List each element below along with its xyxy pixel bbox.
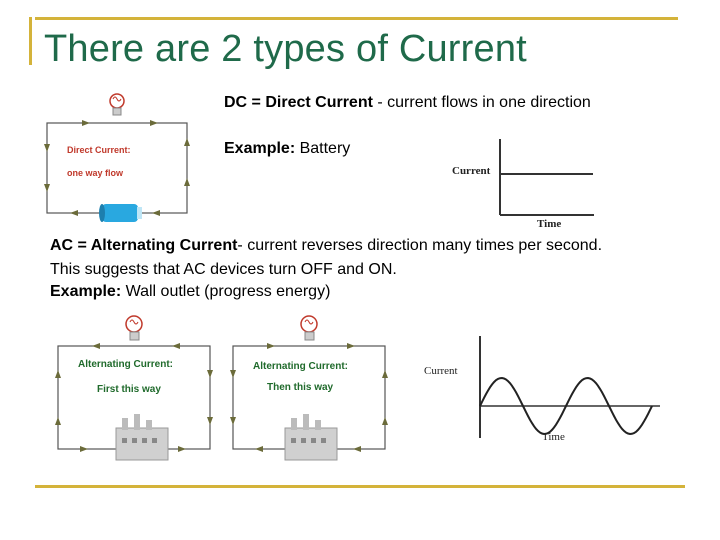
ac-circuit-diagram-then: Alternating Current: Then this way <box>230 315 388 461</box>
slide-title: There are 2 types of Current <box>44 28 527 70</box>
ac-circuit-diagram-first: Alternating Current: First this way <box>55 315 213 461</box>
dc-term: DC = Direct Current <box>224 94 373 111</box>
ac-graph-ylabel: Current <box>424 365 458 377</box>
dc-current-graph: Current Time <box>452 139 594 227</box>
lightbulb-icon <box>109 93 125 116</box>
ac-graph-xlabel: Time <box>542 431 565 443</box>
frame-top-line <box>35 17 678 20</box>
dc-description: - current flows in one direction <box>372 94 591 111</box>
power-plant-icon <box>115 414 169 461</box>
ac2-circuit-label: Alternating Current: <box>253 361 348 372</box>
ac-line2: This suggests that AC devices turn OFF a… <box>50 261 397 278</box>
lightbulb-icon <box>125 315 143 341</box>
ac-current-graph: Current Time <box>424 336 660 443</box>
battery-icon <box>99 204 142 222</box>
frame-bottom-line <box>35 485 685 488</box>
dc-example-value: Battery <box>295 140 351 157</box>
ac-sine-wave <box>479 376 653 436</box>
ac-definition: AC = Alternating Current- current revers… <box>50 237 602 255</box>
ac1-circuit-label: Alternating Current: <box>78 359 173 370</box>
dc-circuit-sublabel: one way flow <box>67 168 124 178</box>
ac1-circuit-sublabel: First this way <box>97 384 161 395</box>
ac-example-label: Example: <box>50 283 122 300</box>
dc-circuit-label: Direct Current: <box>67 145 131 155</box>
dc-graph-xlabel: Time <box>537 218 561 227</box>
power-plant-icon <box>284 414 338 461</box>
frame-left-line <box>29 17 32 65</box>
flow-arrows <box>44 120 190 216</box>
dc-example-label: Example: <box>224 140 296 157</box>
dc-example: Example: Battery <box>224 140 350 158</box>
flow-arrows <box>55 343 213 452</box>
dc-circuit-diagram: Direct Current: one way flow <box>44 93 190 222</box>
ac-description: - current reverses direction many times … <box>237 237 603 254</box>
ac-term: AC = Alternating Current <box>50 237 238 254</box>
dc-definition: DC = Direct Current - current flows in o… <box>224 94 591 112</box>
ac-example-value: Wall outlet (progress energy) <box>121 283 331 300</box>
ac2-circuit-sublabel: Then this way <box>267 382 334 393</box>
lightbulb-icon <box>300 315 318 341</box>
ac-example: Example: Wall outlet (progress energy) <box>50 283 330 301</box>
flow-arrows <box>230 343 388 452</box>
dc-graph-ylabel: Current <box>452 165 491 177</box>
